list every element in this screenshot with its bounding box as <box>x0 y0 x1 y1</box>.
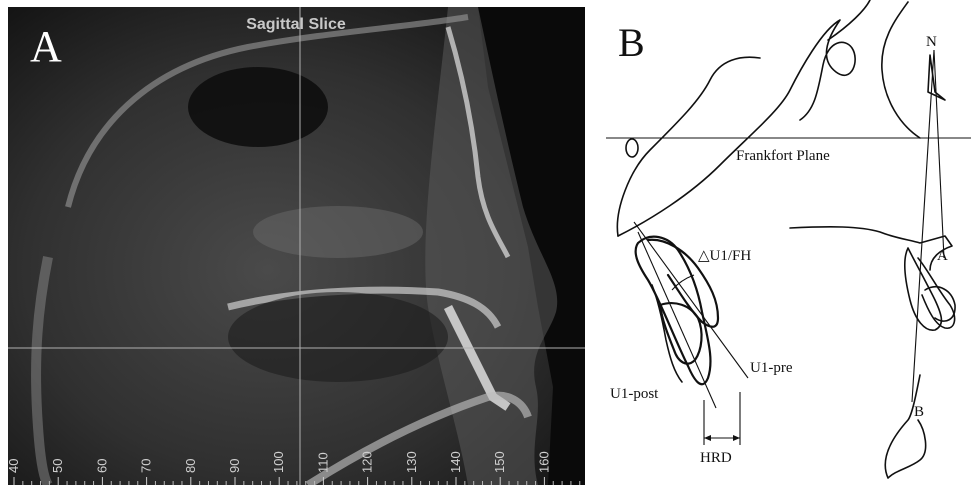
ct-tongue <box>228 292 448 382</box>
n-label: N <box>926 34 937 50</box>
ruler-tick-label: 90 <box>227 459 242 473</box>
angle-u1-fh-label: △U1/FH <box>698 248 751 264</box>
panel-a-letter: A <box>30 22 62 71</box>
ruler-tick-label: 70 <box>139 459 154 473</box>
cephalometric-panel: B Frankfort Plane N A B <box>590 0 971 487</box>
hrd-label: HRD <box>700 450 732 466</box>
ruler-tick-label: 50 <box>50 459 65 473</box>
a-point-label: A <box>937 248 948 264</box>
ct-sagittal-panel: Sagittal Slice A 40 50 60 70 80 90 100 110 120 13… <box>8 7 585 485</box>
ruler-tick-label: 80 <box>183 459 198 473</box>
ruler-tick-label: 160 <box>536 451 551 473</box>
slice-title: Sagittal Slice <box>246 16 346 33</box>
panel-b-letter: B <box>618 20 645 65</box>
ruler-tick-label: 60 <box>94 459 109 473</box>
b-point-label: B <box>914 404 924 420</box>
frankfort-plane-label: Frankfort Plane <box>736 148 830 164</box>
ruler-tick-label: 100 <box>271 451 286 473</box>
ruler-tick-label: 130 <box>404 451 419 473</box>
ruler-tick-label: 40 <box>8 459 21 473</box>
ruler-tick-label: 140 <box>448 451 463 473</box>
ct-maxillary-sinus <box>188 67 328 147</box>
ct-nasal-cavity <box>253 206 423 258</box>
u1-pre-label: U1-pre <box>750 360 793 376</box>
ruler-tick-label: 110 <box>315 452 330 473</box>
ruler-tick-label: 120 <box>360 451 375 473</box>
u1-post-label: U1-post <box>610 386 659 402</box>
ruler-tick-label: 150 <box>492 451 507 473</box>
